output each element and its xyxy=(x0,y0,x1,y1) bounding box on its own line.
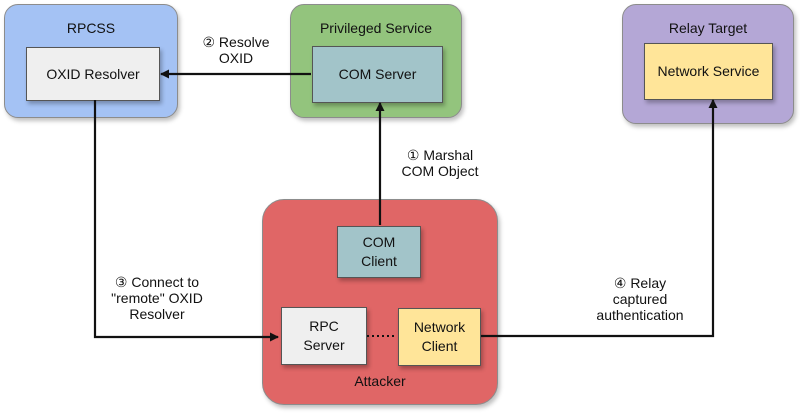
com-client-label: COM Client xyxy=(361,234,397,269)
com-server-node: COM Server xyxy=(312,46,443,103)
attacker-title: Attacker xyxy=(354,373,406,389)
step3-arrow xyxy=(93,100,279,342)
rpc-server-label: RPC Server xyxy=(303,318,345,353)
rpc-server-node: RPC Server xyxy=(281,307,367,365)
oxid-resolver-node: OXID Resolver xyxy=(26,47,160,101)
step1-label: ① Marshal COM Object xyxy=(401,147,479,179)
oxid-resolver-label: OXID Resolver xyxy=(46,65,140,82)
network-service-node: Network Service xyxy=(644,43,773,100)
privileged-service-group: Privileged Service COM Server xyxy=(290,4,462,118)
step2-label: ② Resolve OXID xyxy=(202,34,270,66)
privileged-service-title: Privileged Service xyxy=(319,20,433,36)
step4-label: ④ Relay captured authentication xyxy=(596,275,684,323)
com-client-node: COM Client xyxy=(337,226,421,278)
com-server-label: COM Server xyxy=(338,66,417,82)
network-service-label: Network Service xyxy=(657,63,760,79)
attacker-group: Attacker COM Client RPC Server Network C… xyxy=(262,199,498,405)
relay-target-group: Relay Target Network Service xyxy=(622,4,794,124)
step4-arrow xyxy=(481,99,718,338)
rpcss-title: RPCSS xyxy=(66,20,116,36)
network-client-node: Network Client xyxy=(398,308,481,366)
network-client-label: Network Client xyxy=(413,319,466,354)
relay-target-title: Relay Target xyxy=(668,20,748,36)
rpcss-group: RPCSS OXID Resolver xyxy=(4,4,178,118)
step3-label: ③ Connect to "remote" OXID Resolver xyxy=(111,274,203,322)
